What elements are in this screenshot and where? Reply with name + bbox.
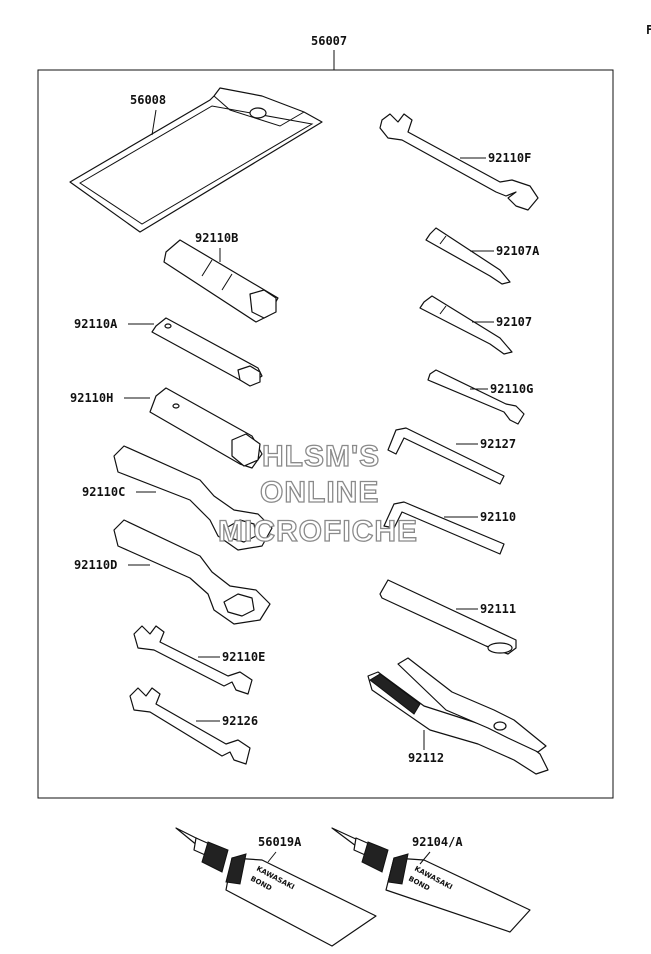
label-92111: 92111 [480,602,516,616]
part-92110G[interactable] [427,369,525,425]
label-92110D: 92110D [74,558,117,572]
label-56019A: 56019A [258,835,302,849]
part-92111[interactable] [379,579,517,655]
label-92110G: 92110G [490,382,533,396]
label-92110F: 92110F [488,151,531,165]
label-92110H: 92110H [70,391,113,405]
part-56019A[interactable]: KAWASAKI BOND [175,827,377,947]
assembly-label: 56007 [311,34,347,48]
part-92110E[interactable] [133,625,253,695]
label-56008: 56008 [130,93,166,107]
part-92110F[interactable] [379,113,539,211]
corner-mark: F [646,23,651,37]
label-92110: 92110 [480,510,516,524]
label-92112: 92112 [408,751,444,765]
label-92110B: 92110B [195,231,238,245]
watermark-line-3: MICROFICHE [218,515,418,548]
part-92110C[interactable] [113,445,273,551]
label-92107: 92107 [496,315,532,329]
part-92107[interactable] [419,295,513,355]
assembly-box [37,69,614,799]
label-92104A: 92104/A [412,835,463,849]
part-92110B[interactable] [163,239,279,323]
part-92110H[interactable] [149,387,263,469]
part-56008[interactable] [69,87,323,233]
part-92110A[interactable] [151,317,263,387]
label-92127: 92127 [480,437,516,451]
part-92110D[interactable] [113,519,271,625]
part-92126[interactable] [129,687,251,765]
part-92127[interactable] [387,427,505,485]
label-92110A: 92110A [74,317,118,331]
label-92110E: 92110E [222,650,265,664]
watermark-line-1: HLSM'S [262,440,380,473]
part-92107A[interactable] [425,227,511,285]
watermark-line-2: ONLINE [260,476,379,509]
part-92110[interactable] [383,501,505,555]
label-92107A: 92107A [496,244,540,258]
watermark: HLSM'S ONLINE MICROFICHE [217,439,418,548]
label-92110C: 92110C [82,485,125,499]
part-92112[interactable] [367,657,549,775]
label-92126: 92126 [222,714,258,728]
